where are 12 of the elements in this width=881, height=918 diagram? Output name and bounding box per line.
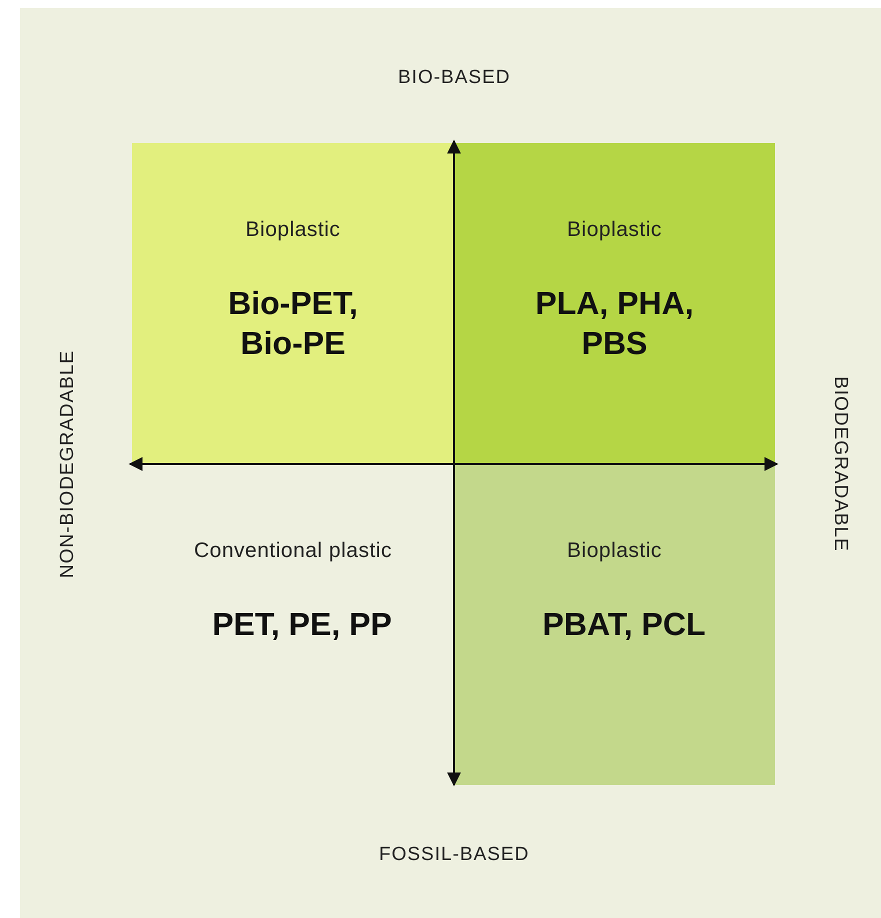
plastic-types: Bio-PET, Bio-PE — [227, 284, 359, 363]
category-heading: Bioplastic — [566, 539, 663, 563]
plastic-types: PET, PE, PP — [211, 605, 393, 644]
axis-label: FOSSIL-BASED — [379, 844, 530, 866]
category-heading: Conventional plastic — [193, 539, 393, 563]
category-heading: Bioplastic — [244, 218, 342, 242]
plastic-types: PBAT, PCL — [542, 605, 706, 644]
axis-label: BIO-BASED — [398, 67, 510, 89]
category-heading: Bioplastic — [566, 218, 663, 242]
axis-label: BIODEGRADABLE — [828, 376, 851, 552]
plastic-types: PLA, PHA, PBS — [534, 284, 695, 363]
axis-label: NON-BIODEGRADABLE — [57, 350, 80, 578]
